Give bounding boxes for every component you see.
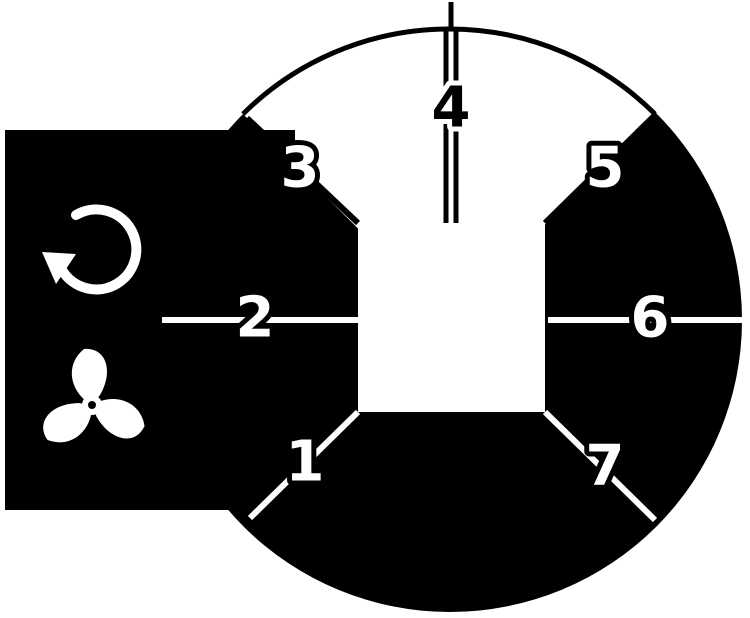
divider-7 <box>542 409 658 523</box>
position-label-7[interactable]: 7 <box>581 429 630 504</box>
fan-icon <box>43 348 145 443</box>
position-label-1[interactable]: 1 <box>281 425 330 500</box>
center-square <box>358 223 545 412</box>
divider-3 <box>244 115 361 226</box>
divider-lines <box>162 2 742 523</box>
position-label-6[interactable]: 6 <box>626 281 675 356</box>
position-label-2[interactable]: 2 <box>231 281 280 356</box>
rotate-icon <box>42 204 142 295</box>
position-label-4[interactable]: 4 <box>427 71 476 146</box>
position-label-3[interactable]: 3 <box>276 131 325 206</box>
divider-1 <box>247 409 361 521</box>
divider-5 <box>542 112 658 226</box>
dial-top-segment <box>243 28 655 320</box>
position-label-5[interactable]: 5 <box>581 131 630 206</box>
